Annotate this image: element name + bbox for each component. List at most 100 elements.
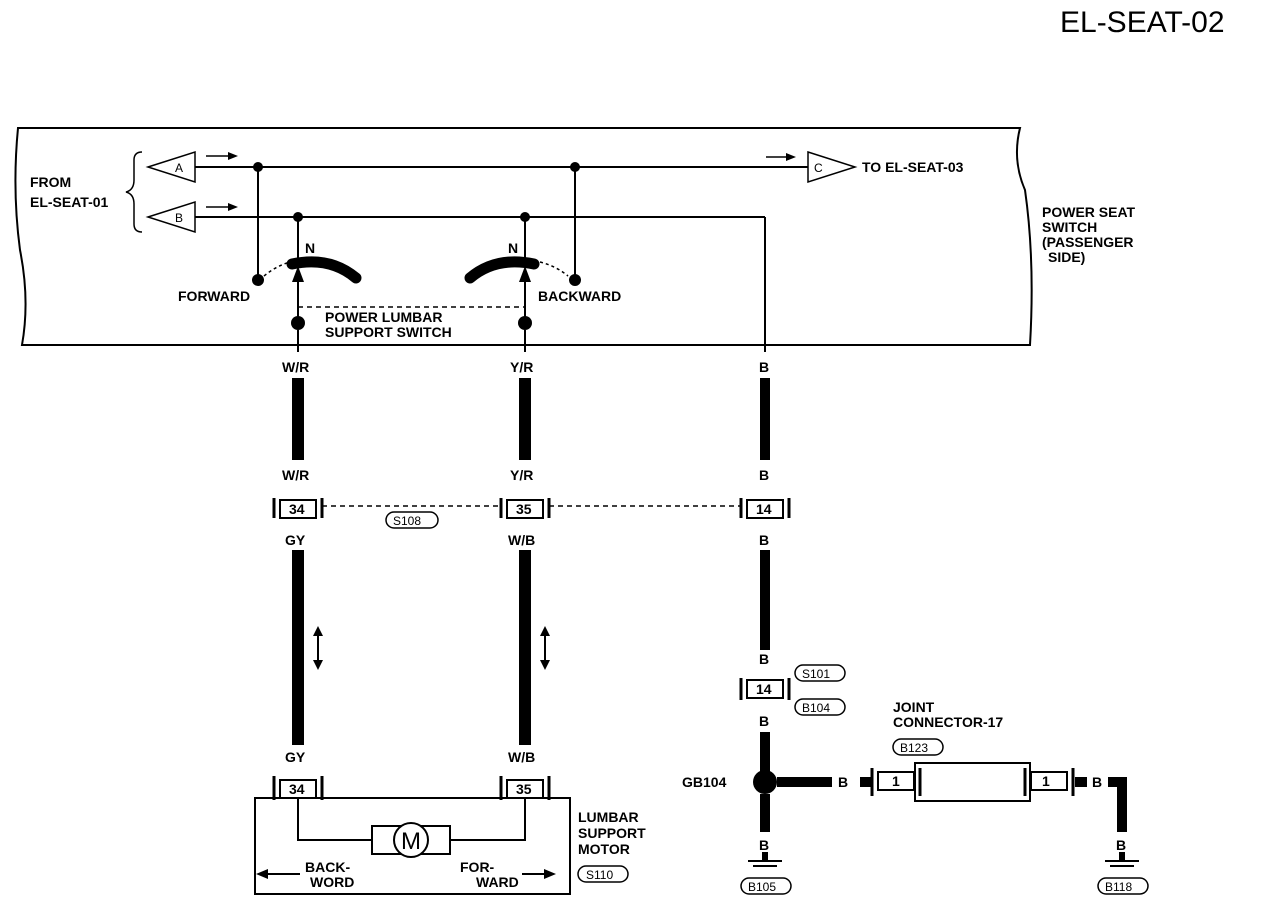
arrow-c-icon <box>786 153 796 161</box>
connector-b105-label: B105 <box>748 880 776 894</box>
connector-s110-label: S110 <box>586 868 613 882</box>
arrow-b-icon <box>228 203 238 211</box>
svg-text:14: 14 <box>756 681 772 697</box>
wire-color-b-mid: B <box>759 467 769 483</box>
neutral-label-left: N <box>305 240 315 256</box>
neutral-label-right: N <box>508 240 518 256</box>
connector-s108-pin-14: 14 <box>739 498 791 519</box>
connector-s108-pin-34: 34 <box>272 498 324 519</box>
wire-color-gy-top: GY <box>285 532 306 548</box>
motor-pin-35: 35 <box>499 776 551 800</box>
current-direction-right-icon <box>540 626 550 670</box>
switch-block-label-4: SIDE) <box>1048 249 1085 265</box>
connector-s108-pin-35: 35 <box>499 498 551 519</box>
wire-b-b118 <box>1108 777 1127 832</box>
joint-pin-left <box>877 771 915 791</box>
motor-pin-34: 34 <box>272 776 324 800</box>
motor-label-3: MOTOR <box>578 841 630 857</box>
joint-connector-body <box>914 762 1031 802</box>
connector-b123-label: B123 <box>900 741 928 755</box>
connector-b118-badge <box>1097 877 1149 895</box>
switch-block-label-2: SWITCH <box>1042 219 1097 235</box>
page-title: EL-SEAT-02 <box>1060 6 1225 39</box>
wire-color-b-b118: B <box>1116 837 1126 853</box>
motor-icon <box>393 822 429 858</box>
connector-c-label: C <box>814 161 823 175</box>
backword-label-1: BACK- <box>305 859 350 875</box>
from-label-line2: EL-SEAT-01 <box>30 194 109 210</box>
switch-blade-left <box>286 256 362 284</box>
joint-pin-right <box>1030 771 1068 791</box>
arrow-a-icon <box>228 152 238 160</box>
motor-label-2: SUPPORT <box>578 825 646 841</box>
wire-color-wb-bottom: W/B <box>508 749 535 765</box>
svg-text:34: 34 <box>289 781 305 797</box>
motor-label-1: LUMBAR <box>578 809 639 825</box>
connector-b-label: B <box>175 211 183 225</box>
ground-b105-icon <box>748 852 782 867</box>
wire-b-3 <box>760 732 770 772</box>
pivot-arrow-right-icon <box>519 266 531 282</box>
wire-wr <box>292 378 304 460</box>
connector-a-label: A <box>175 161 183 175</box>
joint-connector-label-2: CONNECTOR-17 <box>893 714 1003 730</box>
connector-s101-badge <box>794 664 846 682</box>
motor-symbol: M <box>401 828 421 855</box>
connector-s108-label: S108 <box>393 514 421 528</box>
forward-motor-label-2: WARD <box>476 874 519 890</box>
connector-s108-badge <box>385 511 439 529</box>
connector-b104-pin-14: 14 <box>739 678 791 700</box>
wire-color-wr-bottom: W/R <box>282 467 309 483</box>
wire-gy <box>292 550 304 745</box>
wire-color-b-joint: B <box>1092 774 1102 790</box>
connector-a-flag <box>145 150 196 184</box>
switch-block-outline <box>14 127 1033 346</box>
wire-color-b-s101: B <box>759 651 769 667</box>
wire-yr <box>519 378 531 460</box>
to-label: TO EL-SEAT-03 <box>862 159 964 175</box>
connector-b123-badge <box>892 738 944 756</box>
connector-s101-label: S101 <box>802 667 830 681</box>
wire-b-1 <box>760 378 770 460</box>
connector-b-flag <box>145 200 196 234</box>
connector-s110-badge <box>577 865 629 883</box>
wire-color-b-ground: B <box>838 774 848 790</box>
connector-b105-badge <box>740 877 792 895</box>
wire-color-b-b105: B <box>759 837 769 853</box>
ground-label: GB104 <box>682 774 727 790</box>
svg-text:14: 14 <box>756 501 772 517</box>
wire-b-2 <box>760 550 770 650</box>
connector-b118-label: B118 <box>1105 880 1132 894</box>
forward-arrow-icon <box>544 869 556 879</box>
ground-b118-icon <box>1105 852 1139 867</box>
forward-label: FORWARD <box>178 288 250 304</box>
lumbar-switch-label-1: POWER LUMBAR <box>325 309 442 325</box>
wire-color-wr-top: W/R <box>282 359 309 375</box>
from-label-line1: FROM <box>30 174 71 190</box>
connector-b104-badge <box>794 698 846 716</box>
wire-color-wb-top: W/B <box>508 532 535 548</box>
lumbar-switch-label-2: SUPPORT SWITCH <box>325 324 452 340</box>
backword-label-2: WORD <box>310 874 354 890</box>
svg-text:35: 35 <box>516 501 532 517</box>
connector-b104-label: B104 <box>802 701 830 715</box>
pivot-arrow-left-icon <box>292 266 304 282</box>
backward-label: BACKWARD <box>538 288 621 304</box>
wire-color-b-top: B <box>759 359 769 375</box>
joint-pin-left-label: 1 <box>892 773 900 789</box>
current-direction-left-icon <box>313 626 323 670</box>
svg-text:34: 34 <box>289 501 305 517</box>
switch-block-label-3: (PASSENGER <box>1042 234 1134 250</box>
from-brace <box>125 151 143 233</box>
backword-arrow-icon <box>256 869 268 879</box>
switch-blade-right <box>464 256 540 284</box>
wire-color-yr-bottom: Y/R <box>510 467 533 483</box>
wire-color-gy-bottom: GY <box>285 749 306 765</box>
wire-color-b-s108: B <box>759 532 769 548</box>
joint-pin-right-label: 1 <box>1042 773 1050 789</box>
wire-color-yr-top: Y/R <box>510 359 533 375</box>
switch-block-label-1: POWER SEAT <box>1042 204 1136 220</box>
wire-wb <box>519 550 531 745</box>
joint-connector-label-1: JOINT <box>893 699 935 715</box>
